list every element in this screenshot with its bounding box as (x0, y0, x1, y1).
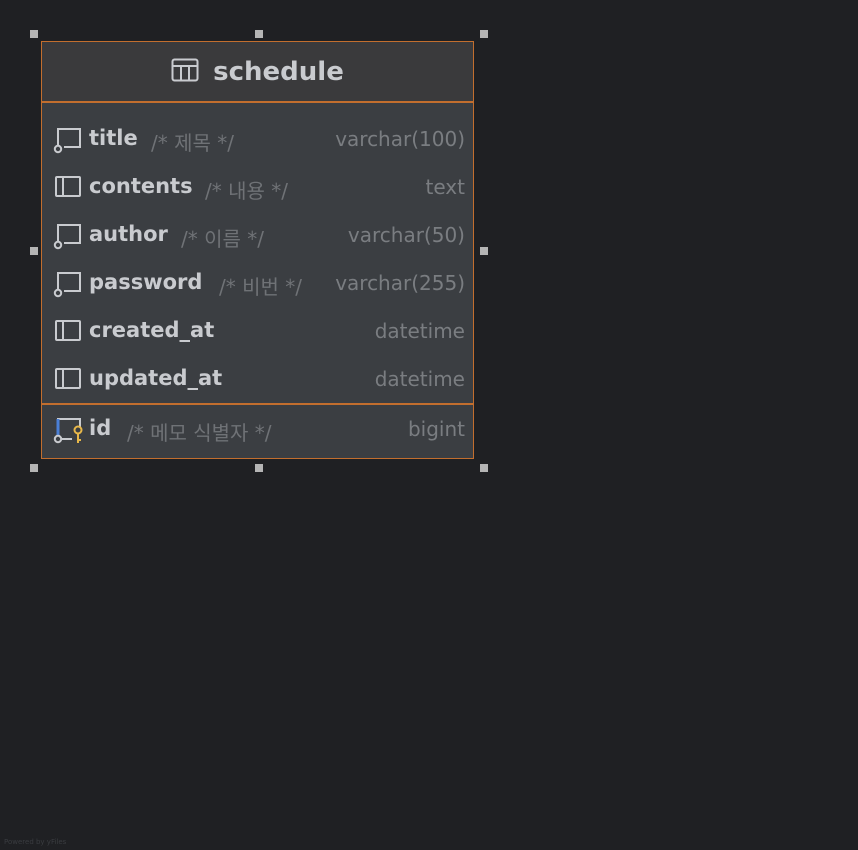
column-name: title (89, 126, 138, 150)
column-icon (52, 363, 84, 395)
resize-handle-bottom-left[interactable] (30, 464, 38, 472)
column-type: varchar(100) (335, 127, 465, 151)
column-row-updated-at[interactable]: updated_at datetime (42, 355, 473, 403)
column-comment: /* 이름 */ (181, 227, 264, 251)
column-row-title[interactable]: title /* 제목 */ varchar(100) (42, 115, 473, 163)
column-row-author[interactable]: author /* 이름 */ varchar(50) (42, 211, 473, 259)
resize-handle-top-center[interactable] (255, 30, 263, 38)
column-name: password (89, 270, 203, 294)
column-type: datetime (374, 367, 465, 391)
table-grid-icon (171, 58, 199, 86)
column-name: author (89, 222, 168, 246)
table-node[interactable]: schedule title /* 제목 */ varchar(100) conten… (41, 41, 474, 459)
credit-text: Powered by yFiles (4, 838, 67, 846)
table-title: schedule (213, 56, 344, 87)
column-comment: /* 비번 */ (219, 275, 302, 299)
nullable-column-icon (52, 219, 84, 251)
column-type: datetime (374, 319, 465, 343)
column-row-created-at[interactable]: created_at datetime (42, 307, 473, 355)
column-name: updated_at (89, 366, 223, 390)
resize-handle-top-left[interactable] (30, 30, 38, 38)
column-icon (52, 171, 84, 203)
column-name: contents (89, 174, 193, 198)
column-type: varchar(255) (335, 271, 465, 295)
resize-handle-bottom-center[interactable] (255, 464, 263, 472)
column-type: text (425, 175, 465, 199)
column-type: bigint (407, 417, 465, 441)
primary-key-icon (52, 413, 84, 445)
column-name: id (89, 416, 112, 440)
column-type: varchar(50) (347, 223, 465, 247)
column-row-contents[interactable]: contents /* 내용 */ text (42, 163, 473, 211)
nullable-column-icon (52, 267, 84, 299)
primary-key-section: id /* 메모 식별자 */ bigint (42, 403, 473, 459)
column-comment: /* 제목 */ (151, 131, 234, 155)
column-comment: /* 내용 */ (205, 179, 288, 203)
column-row-password[interactable]: password /* 비번 */ varchar(255) (42, 259, 473, 307)
resize-handle-top-right[interactable] (480, 30, 488, 38)
column-name: created_at (89, 318, 215, 342)
resize-handle-bottom-right[interactable] (480, 464, 488, 472)
column-comment: /* 메모 식별자 */ (127, 421, 272, 445)
nullable-column-icon (52, 123, 84, 155)
column-list: title /* 제목 */ varchar(100) contents /* 내용 *… (42, 103, 473, 403)
resize-handle-middle-right[interactable] (480, 247, 488, 255)
resize-handle-middle-left[interactable] (30, 247, 38, 255)
primary-key-row-id[interactable]: id /* 메모 식별자 */ bigint (42, 405, 473, 459)
column-icon (52, 315, 84, 347)
table-header: schedule (42, 42, 473, 103)
